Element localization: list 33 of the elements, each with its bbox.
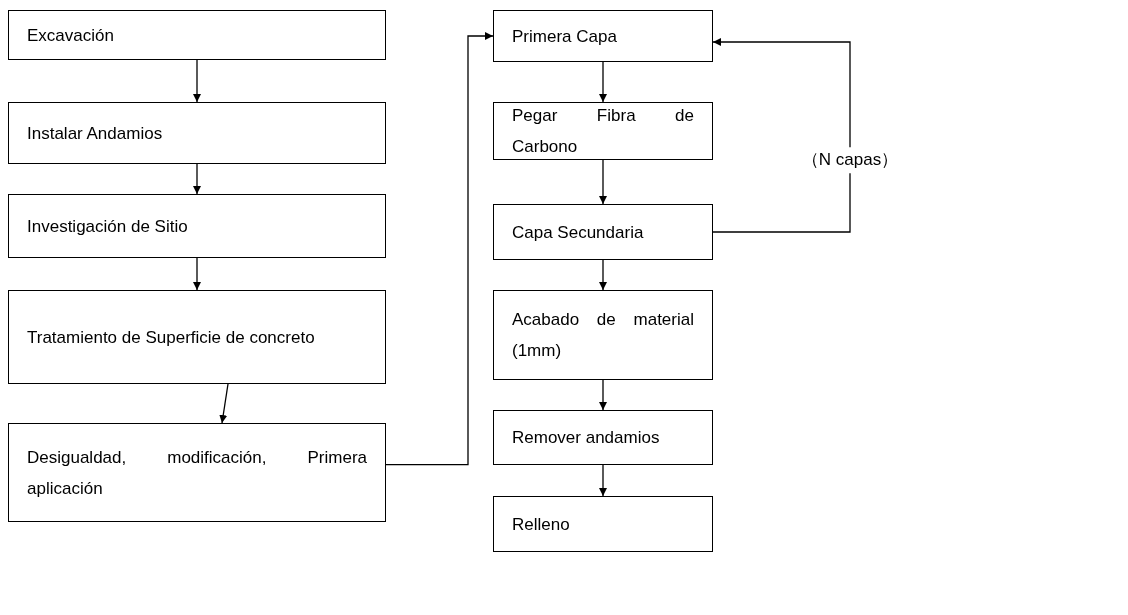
arrow: [385, 32, 494, 466]
step-text: Acabado de material (1mm): [512, 309, 694, 362]
step-text: Relleno: [512, 513, 571, 536]
process-box: [493, 102, 713, 160]
process-box: [493, 10, 713, 62]
step-text: Investigación de Sitio: [27, 215, 189, 238]
process-box: [493, 410, 713, 465]
process-box: [8, 194, 386, 258]
process-box: [493, 496, 713, 552]
arrow: [712, 38, 851, 233]
step-text: Capa Secundaria: [512, 221, 645, 244]
arrow: [193, 163, 201, 195]
arrow: [599, 464, 607, 497]
process-box: [493, 290, 713, 380]
arrow: [599, 259, 607, 291]
arrow: [219, 383, 229, 424]
arrow: [193, 59, 201, 103]
process-box: [8, 290, 386, 384]
arrow: [599, 379, 607, 411]
step-text: Pegar Fibra de Carbono: [512, 105, 694, 158]
step-text: Tratamiento de Superficie de concreto: [27, 326, 316, 349]
step-text: Excavación: [27, 24, 115, 47]
process-box: [8, 102, 386, 164]
process-box: [493, 204, 713, 260]
step-text: Desigualdad, modificación, Primera aplicación: [27, 446, 367, 500]
arrow: [193, 257, 201, 291]
arrow: [599, 61, 607, 103]
process-box: [8, 423, 386, 522]
arrow: [599, 159, 607, 205]
step-text: Remover andamios: [512, 427, 661, 449]
process-box: [8, 10, 386, 60]
step-text: Instalar Andamios: [27, 122, 164, 145]
step-text: Primera Capa: [512, 25, 618, 48]
